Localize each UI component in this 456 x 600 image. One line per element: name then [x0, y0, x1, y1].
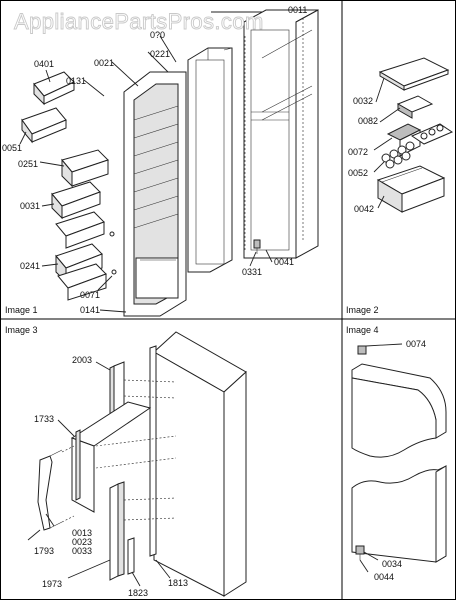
door-gasket	[187, 47, 233, 273]
callout-0013: 0013	[72, 528, 92, 538]
callout-0052: 0052	[348, 168, 368, 178]
callout-0082: 0082	[358, 116, 378, 126]
hinge-0331	[253, 239, 261, 254]
callout-1793: 1793	[34, 546, 54, 556]
door-bin-0051	[21, 107, 67, 144]
callout-0251: 0251	[18, 159, 38, 169]
callout-1733: 1733	[34, 414, 54, 424]
door-bin-0031	[51, 181, 105, 249]
callout-0011: 0011	[288, 5, 307, 15]
cap-0034	[355, 545, 365, 560]
callout-0221: 0221	[150, 49, 170, 59]
callout-0041: 0041	[274, 257, 294, 267]
door-outer-panel	[243, 9, 319, 259]
callout-0021: 0021	[94, 58, 114, 68]
image2-callouts: 0032 0082 0072 0052 0042	[348, 96, 378, 214]
watermark: AppliancePartsPros.com	[14, 9, 264, 34]
callout-0033: 0033	[72, 546, 92, 556]
image3-callouts: 2003 1733 0013 0023 0033 1793 1973 1823 …	[34, 355, 188, 598]
ice-cubes-0052	[381, 141, 415, 169]
trim-1973	[109, 481, 125, 581]
image3-drawing	[27, 331, 247, 597]
callout-partial: 0?0	[150, 30, 165, 40]
image4-drawing	[351, 343, 447, 573]
callout-0032: 0032	[353, 96, 373, 106]
cap-0074	[357, 345, 367, 355]
callout-0141: 0141	[80, 305, 100, 315]
door-panel-large	[153, 331, 247, 597]
screw-0071	[109, 231, 117, 275]
panel-title-image3: Image 3	[5, 325, 38, 335]
callout-0071: 0071	[80, 290, 100, 300]
trim-lower	[351, 465, 447, 563]
callout-1973: 1973	[42, 579, 62, 589]
ice-tray-0082	[396, 95, 434, 119]
door-bin-0251	[61, 149, 109, 188]
callout-0331: 0331	[242, 267, 262, 277]
door-liner	[123, 71, 187, 317]
image2-drawing	[373, 57, 454, 213]
image1-callouts: 0011 0221 0?0 0021 0131 0401 0051 0251 0…	[2, 5, 307, 315]
panel-title-image1: Image 1	[5, 305, 38, 315]
callout-2003: 2003	[72, 355, 92, 365]
callout-0241: 0241	[20, 261, 40, 271]
panel-title-image2: Image 2	[346, 305, 379, 315]
image4-callouts: 0074 0034 0044	[374, 339, 426, 582]
callout-0072: 0072	[348, 147, 368, 157]
panel-1733	[70, 401, 152, 513]
image1-drawing	[19, 9, 319, 317]
callout-0034: 0034	[382, 559, 402, 569]
door-bin-lower	[57, 263, 107, 301]
ice-bin-lid-0032	[378, 57, 450, 91]
panel-title-image4: Image 4	[346, 325, 379, 335]
callout-0051: 0051	[2, 143, 22, 153]
callout-0044: 0044	[374, 572, 394, 582]
callout-0401: 0401	[34, 59, 54, 69]
trim-upper	[351, 363, 447, 458]
callout-0023: 0023	[72, 537, 92, 547]
trim-1823	[127, 537, 135, 575]
callout-0131: 0131	[66, 76, 86, 86]
callout-0031: 0031	[20, 201, 40, 211]
callout-0042: 0042	[354, 204, 374, 214]
callout-1813: 1813	[168, 578, 188, 588]
trim-2003	[109, 361, 125, 421]
trim-1813	[149, 345, 157, 557]
ice-maker-0072	[386, 123, 454, 157]
callout-1823: 1823	[128, 588, 148, 598]
door-bin-0401	[33, 71, 75, 106]
callout-0074: 0074	[406, 339, 426, 349]
ice-bucket-0042	[376, 165, 446, 213]
handle-1793	[37, 449, 63, 531]
